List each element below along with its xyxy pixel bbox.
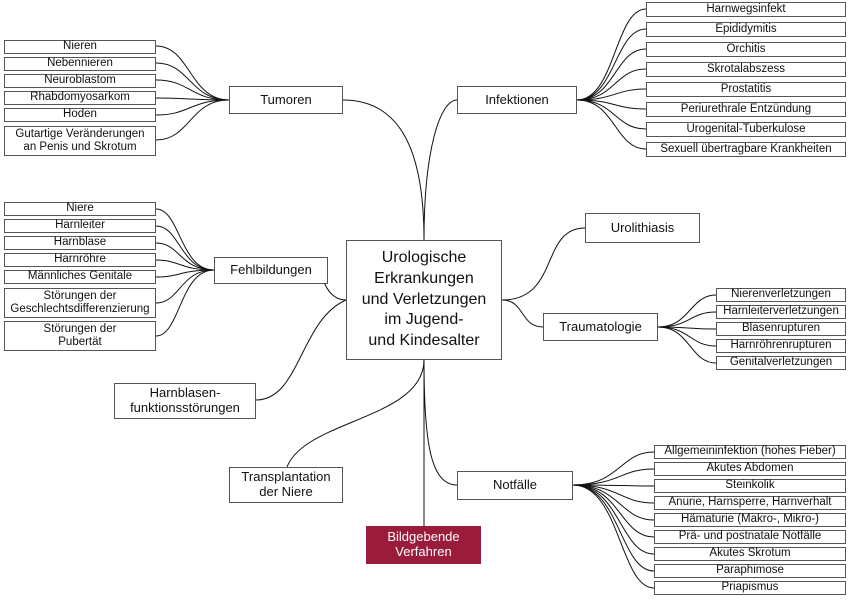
leaf-fehlbildungen-geschlecht: Störungen der Geschlechtsdifferenzierung bbox=[4, 288, 156, 318]
branch-traumatologie: Traumatologie bbox=[543, 313, 658, 341]
leaf-notfaelle-abdomen: Akutes Abdomen bbox=[654, 462, 846, 476]
leaf-notfaelle-priapismus: Priapismus bbox=[654, 581, 846, 595]
leaf-trauma-blasen: Blasenrupturen bbox=[716, 322, 846, 336]
branch-transplantation: Transplantation der Niere bbox=[229, 467, 343, 503]
leaf-notfaelle-steinkolik: Steinkolik bbox=[654, 479, 846, 493]
leaf-infektionen-epididymitis: Epididymitis bbox=[646, 22, 846, 37]
leaf-infektionen-orchitis: Orchitis bbox=[646, 42, 846, 57]
branch-infektionen: Infektionen bbox=[457, 86, 577, 114]
leaf-fehlbildungen-genitale: Männliches Genitale bbox=[4, 270, 156, 284]
leaf-fehlbildungen-harnblase: Harnblase bbox=[4, 236, 156, 250]
leaf-tumoren-nieren: Nieren bbox=[4, 40, 156, 54]
leaf-notfaelle-praenatal: Prä- und postnatale Notfälle bbox=[654, 530, 846, 544]
leaf-infektionen-sexuell: Sexuell übertragbare Krankheiten bbox=[646, 142, 846, 157]
leaf-notfaelle-paraphimose: Paraphimose bbox=[654, 564, 846, 578]
branch-urolithiasis: Urolithiasis bbox=[585, 213, 700, 243]
leaf-infektionen-tuberkulose: Urogenital-Tuberkulose bbox=[646, 122, 846, 137]
leaf-trauma-harnroehren: Harnröhrenrupturen bbox=[716, 339, 846, 353]
leaf-notfaelle-allgemeininfektion: Allgemeininfektion (hohes Fieber) bbox=[654, 445, 846, 459]
leaf-notfaelle-skrotum: Akutes Skrotum bbox=[654, 547, 846, 561]
leaf-infektionen-skrotalabszess: Skrotalabszess bbox=[646, 62, 846, 77]
branch-notfaelle: Notfälle bbox=[457, 471, 573, 500]
leaf-trauma-nieren: Nierenverletzungen bbox=[716, 288, 846, 302]
leaf-tumoren-gutartige: Gutartige Veränderungen an Penis und Skr… bbox=[4, 126, 156, 156]
leaf-infektionen-prostatitis: Prostatitis bbox=[646, 82, 846, 97]
branch-bildgebende-verfahren: Bildgebende Verfahren bbox=[366, 526, 481, 564]
leaf-tumoren-neuroblastom: Neuroblastom bbox=[4, 74, 156, 88]
leaf-tumoren-rhabdomyosarkom: Rhabdomyosarkom bbox=[4, 91, 156, 105]
leaf-notfaelle-anurie: Anurie, Harnsperre, Harnverhalt bbox=[654, 496, 846, 510]
leaf-fehlbildungen-niere: Niere bbox=[4, 202, 156, 216]
leaf-infektionen-periurethrale: Periurethrale Entzündung bbox=[646, 102, 846, 117]
branch-harnblasen: Harnblasen- funktionsstörungen bbox=[114, 383, 256, 419]
leaf-fehlbildungen-harnleiter: Harnleiter bbox=[4, 219, 156, 233]
leaf-notfaelle-haematurie: Hämaturie (Makro-, Mikro-) bbox=[654, 513, 846, 527]
leaf-infektionen-harnwegsinfekt: Harnwegsinfekt bbox=[646, 2, 846, 17]
leaf-tumoren-nebennieren: Nebennieren bbox=[4, 57, 156, 71]
center-topic: Urologische Erkrankungen und Verletzunge… bbox=[346, 240, 502, 360]
leaf-fehlbildungen-pubertaet: Störungen der Pubertät bbox=[4, 321, 156, 351]
leaf-tumoren-hoden: Hoden bbox=[4, 108, 156, 122]
leaf-trauma-harnleiter: Harnleiterverletzungen bbox=[716, 305, 846, 319]
leaf-fehlbildungen-harnroehre: Harnröhre bbox=[4, 253, 156, 267]
branch-tumoren: Tumoren bbox=[229, 86, 343, 114]
leaf-trauma-genital: Genitalverletzungen bbox=[716, 356, 846, 370]
branch-fehlbildungen: Fehlbildungen bbox=[214, 257, 328, 284]
